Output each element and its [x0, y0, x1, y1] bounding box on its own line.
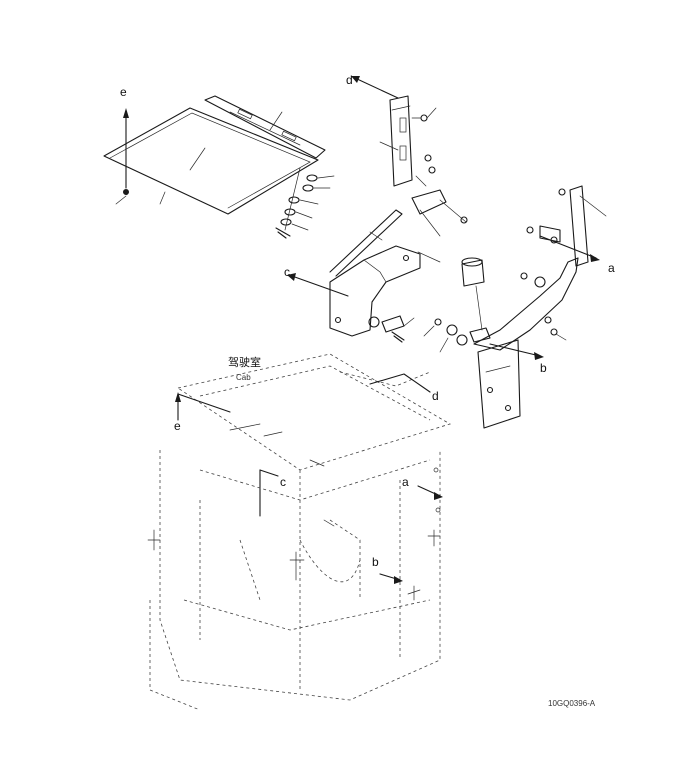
label-b-upper: b	[540, 361, 547, 375]
label-a-upper: a	[608, 261, 615, 275]
cab-label-chinese: 驾驶室	[228, 355, 261, 369]
cab-outline	[147, 353, 451, 711]
label-d-lower: d	[432, 389, 439, 403]
floor-plate-assembly	[103, 95, 335, 239]
center-bracket-assembly	[287, 76, 468, 343]
label-e-upper: e	[120, 85, 127, 99]
figure-code: 10GQ0396-A	[548, 699, 596, 708]
right-lever-assembly	[423, 185, 607, 429]
label-d-upper: d	[346, 73, 353, 87]
label-b-lower: b	[372, 555, 379, 569]
label-e-lower: e	[174, 419, 181, 433]
label-c-lower: c	[280, 475, 286, 489]
label-a-lower: a	[402, 475, 409, 489]
label-c-upper: c	[284, 265, 290, 279]
cab-label-english: Cab	[236, 373, 251, 382]
